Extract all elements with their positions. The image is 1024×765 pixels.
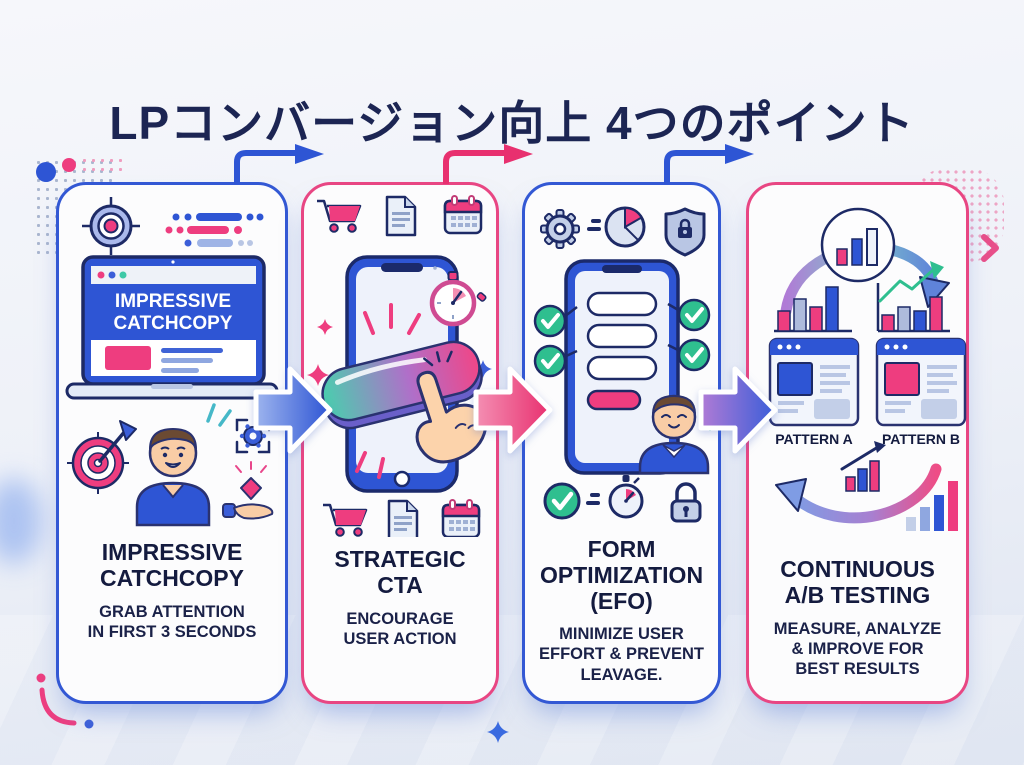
curved-line-decor bbox=[36, 673, 94, 729]
connector-arrow-3-icon bbox=[664, 144, 754, 184]
connector-arrow-1-icon bbox=[234, 144, 324, 184]
focus-gear-icon bbox=[235, 418, 271, 454]
stopwatch-icon bbox=[429, 271, 487, 327]
burst-lines-bottom bbox=[355, 451, 385, 479]
bar-chart-a bbox=[774, 286, 852, 333]
card2-subtitle-line2: USER ACTION bbox=[343, 629, 457, 648]
chevron-arrow-1-icon bbox=[253, 366, 333, 454]
card4-heading-line1: CONTINUOUS bbox=[780, 556, 935, 582]
pattern-b-label: PATTERN B bbox=[882, 431, 960, 447]
form-field-1 bbox=[586, 291, 658, 317]
ab-testing-illustration: PATTERN A PATTERN B bbox=[768, 207, 967, 531]
chevron-arrow-2-icon bbox=[473, 366, 553, 454]
check-circle-icons bbox=[533, 298, 711, 378]
card2-subtitle-line1: ENCOURAGE bbox=[346, 609, 454, 628]
card1-heading-line2: CATCHCOPY bbox=[100, 564, 244, 591]
form-submit-button bbox=[586, 389, 642, 411]
document-icon bbox=[385, 195, 417, 237]
card3-heading-line1: FORM bbox=[587, 536, 656, 562]
card4-heading-line2: A/B TESTING bbox=[784, 581, 931, 608]
step-card-ab-testing: PATTERN A PATTERN B CONTINUOUS A/B TESTI… bbox=[746, 182, 969, 704]
card2-subtitle: ENCOURAGE USER ACTION bbox=[343, 609, 456, 649]
step-card-form-optimization: FORM OPTIMIZATION (EFO) MINIMIZE USER EF… bbox=[522, 182, 721, 704]
dashed-text-lines bbox=[165, 213, 264, 247]
browser-pattern-b bbox=[875, 337, 967, 427]
blue-dot-decor bbox=[36, 162, 56, 182]
sparkle-star-icon bbox=[487, 721, 509, 743]
card4-subtitle-line3: BEST RESULTS bbox=[795, 659, 920, 678]
connector-arrow-2-icon bbox=[443, 144, 533, 184]
page-title: LPコンバージョン向上 4つのポイント bbox=[109, 96, 915, 149]
person-avatar bbox=[638, 394, 710, 475]
pie-chart-icon bbox=[587, 206, 646, 248]
form-field-3 bbox=[586, 355, 658, 381]
smartphone-form bbox=[564, 259, 680, 475]
blue-blob-decor bbox=[0, 478, 42, 564]
bar-chart-b-growth bbox=[876, 261, 950, 333]
card1-subtitle-line1: GRAB ATTENTION bbox=[99, 602, 245, 621]
card1-subtitle: GRAB ATTENTION IN FIRST 3 SECONDS bbox=[88, 602, 257, 642]
step-card-strategic-cta: STRATEGIC CTA ENCOURAGE USER ACTION bbox=[301, 182, 499, 704]
mini-growth-chart bbox=[840, 441, 886, 492]
laptop-browser: IMPRESSIVE CATCHCOPY bbox=[65, 255, 279, 400]
calendar-icon bbox=[443, 195, 483, 235]
card4-subtitle-line2: & IMPROVE FOR bbox=[791, 639, 924, 658]
dot-grid-pink-small bbox=[80, 156, 126, 176]
bar-chart-circle-icon bbox=[820, 207, 896, 283]
chevron-arrow-3-icon bbox=[698, 366, 778, 454]
card2-heading-line2: CTA bbox=[377, 571, 423, 598]
cta-illustration bbox=[307, 195, 492, 537]
pink-chevron-decor-icon bbox=[981, 234, 999, 262]
laptop-screen-line2: CATCHCOPY bbox=[114, 313, 233, 334]
check-circle-icon bbox=[543, 482, 581, 520]
form-field-2 bbox=[586, 323, 658, 349]
padlock-icon bbox=[670, 482, 702, 523]
laptop-screen-line1: IMPRESSIVE bbox=[115, 291, 231, 312]
stopwatch-icon bbox=[586, 475, 644, 519]
card3-subtitle-line1: MINIMIZE USER bbox=[559, 625, 684, 644]
catchcopy-illustration: IMPRESSIVE CATCHCOPY bbox=[65, 197, 279, 527]
calendar-icon-2 bbox=[441, 499, 481, 537]
card3-subtitle-line3: LEAVAGE. bbox=[580, 665, 663, 684]
cart-icon bbox=[317, 199, 362, 233]
card3-subtitle: MINIMIZE USER EFFORT & PREVENT LEAVAGE. bbox=[539, 624, 704, 684]
card3-subtitle-line2: EFFORT & PREVENT bbox=[538, 645, 704, 664]
card1-heading-line1: IMPRESSIVE bbox=[101, 539, 243, 565]
card3-heading-line2: OPTIMIZATION bbox=[539, 561, 704, 588]
cart-icon-2 bbox=[323, 503, 368, 537]
card4-heading: CONTINUOUS A/B TESTING bbox=[780, 556, 935, 609]
swoosh-arrow bbox=[775, 463, 942, 524]
target-icon bbox=[82, 197, 140, 255]
card2-heading-line1: STRATEGIC bbox=[334, 546, 466, 572]
pattern-a-label: PATTERN A bbox=[775, 431, 853, 447]
gear-icon bbox=[540, 209, 580, 249]
pink-dot-decor bbox=[62, 158, 76, 172]
document-icon-2 bbox=[387, 499, 419, 537]
card4-subtitle-line1: MEASURE, ANALYZE bbox=[773, 619, 942, 638]
card2-heading: STRATEGIC CTA bbox=[334, 546, 466, 599]
burst-lines-top bbox=[363, 303, 421, 335]
sparkle-lines bbox=[206, 403, 232, 427]
card3-heading: FORM OPTIMIZATION (EFO) bbox=[539, 536, 704, 614]
person-avatar bbox=[135, 427, 211, 527]
card1-subtitle-line2: IN FIRST 3 SECONDS bbox=[87, 622, 257, 641]
browser-pattern-a bbox=[768, 337, 860, 427]
efo-illustration bbox=[533, 206, 718, 523]
card1-heading: IMPRESSIVE CATCHCOPY bbox=[100, 539, 244, 592]
card4-subtitle: MEASURE, ANALYZE & IMPROVE FOR BEST RESU… bbox=[774, 619, 941, 679]
shield-lock-icon bbox=[664, 207, 706, 257]
card3-heading-line3: (EFO) bbox=[590, 587, 653, 614]
sparkle-stars bbox=[307, 319, 492, 386]
hand-diamond-icon bbox=[222, 461, 274, 520]
step-card-impressive-catchcopy: IMPRESSIVE CATCHCOPY bbox=[56, 182, 288, 704]
dartboard-arrow-icon bbox=[67, 420, 137, 494]
ascending-bars-icon bbox=[906, 481, 958, 531]
